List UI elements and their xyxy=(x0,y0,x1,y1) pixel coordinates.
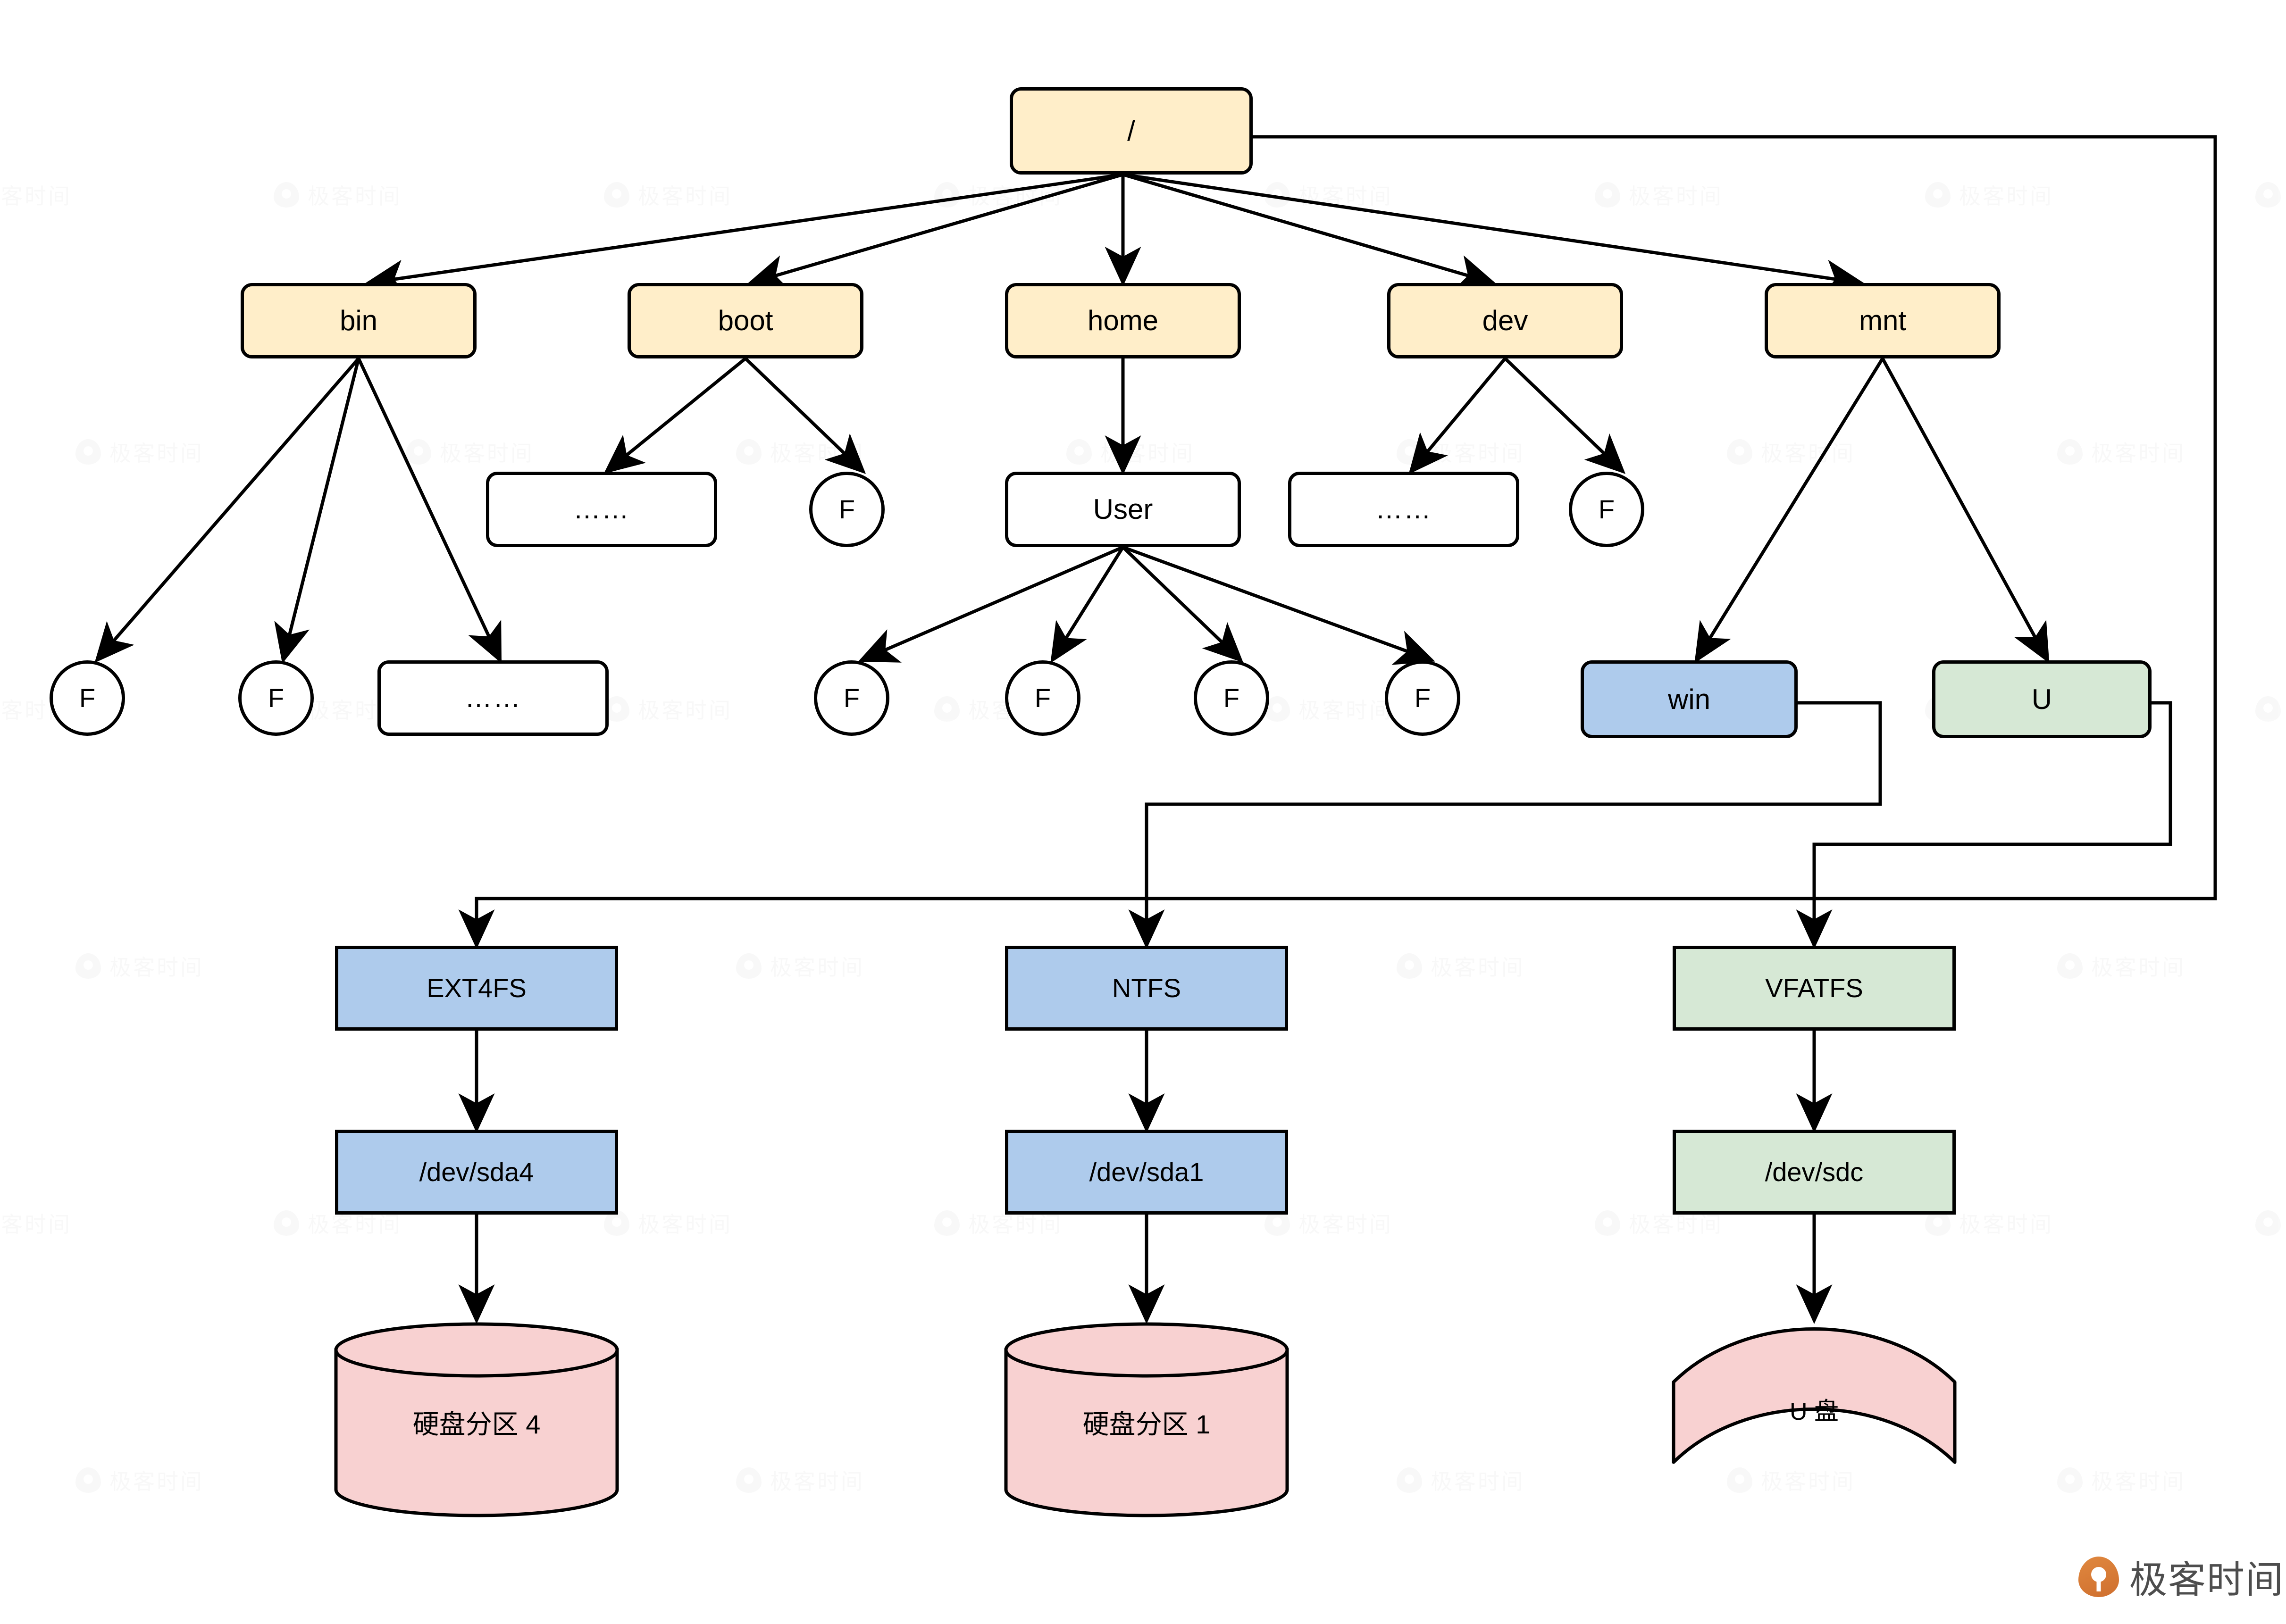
node-bin-file-1[interactable]: F xyxy=(50,660,125,736)
node-u[interactable]: U xyxy=(1932,660,2152,738)
node-boot-file[interactable]: F xyxy=(809,472,885,547)
node-disk-partition-1[interactable]: 硬盘分区 1 xyxy=(1003,1321,1290,1519)
node-dev-sda4[interactable]: /dev/sda4 xyxy=(335,1130,618,1215)
node-user-file-4[interactable]: F xyxy=(1385,660,1460,736)
node-disk-partition-4[interactable]: 硬盘分区 4 xyxy=(333,1321,620,1519)
node-boot-ellipsis[interactable]: …… xyxy=(486,472,717,547)
node-udisk[interactable]: U 盘 xyxy=(1670,1321,1958,1524)
udisk-label: U 盘 xyxy=(1789,1398,1839,1425)
node-root[interactable]: / xyxy=(1010,87,1253,175)
node-bin-file-2[interactable]: F xyxy=(238,660,314,736)
node-user-file-1[interactable]: F xyxy=(814,660,889,736)
node-dev[interactable]: dev xyxy=(1387,283,1623,358)
disk-partition-4-label: 硬盘分区 4 xyxy=(412,1409,541,1439)
node-win[interactable]: win xyxy=(1581,660,1798,738)
node-home[interactable]: home xyxy=(1005,283,1241,358)
disk-partition-1-label: 硬盘分区 1 xyxy=(1082,1409,1211,1439)
node-ntfs[interactable]: NTFS xyxy=(1005,946,1288,1031)
node-ext4fs[interactable]: EXT4FS xyxy=(335,946,618,1031)
node-vfatfs[interactable]: VFATFS xyxy=(1673,946,1956,1031)
node-bin-ellipsis[interactable]: …… xyxy=(377,660,609,736)
node-user-file-3[interactable]: F xyxy=(1194,660,1269,736)
node-dev-file[interactable]: F xyxy=(1569,472,1644,547)
node-boot[interactable]: boot xyxy=(628,283,863,358)
geektime-logo: 极客时间 xyxy=(2078,1549,2284,1604)
node-mnt[interactable]: mnt xyxy=(1765,283,2001,358)
geektime-logo-text: 极客时间 xyxy=(2129,1558,2284,1602)
node-dev-sda1[interactable]: /dev/sda1 xyxy=(1005,1130,1288,1215)
node-dev-ellipsis[interactable]: …… xyxy=(1288,472,1519,547)
node-user-file-2[interactable]: F xyxy=(1005,660,1080,736)
node-dev-sdc[interactable]: /dev/sdc xyxy=(1673,1130,1956,1215)
node-bin[interactable]: bin xyxy=(241,283,477,358)
node-user[interactable]: User xyxy=(1005,472,1241,547)
geektime-pin-icon xyxy=(2078,1557,2119,1597)
